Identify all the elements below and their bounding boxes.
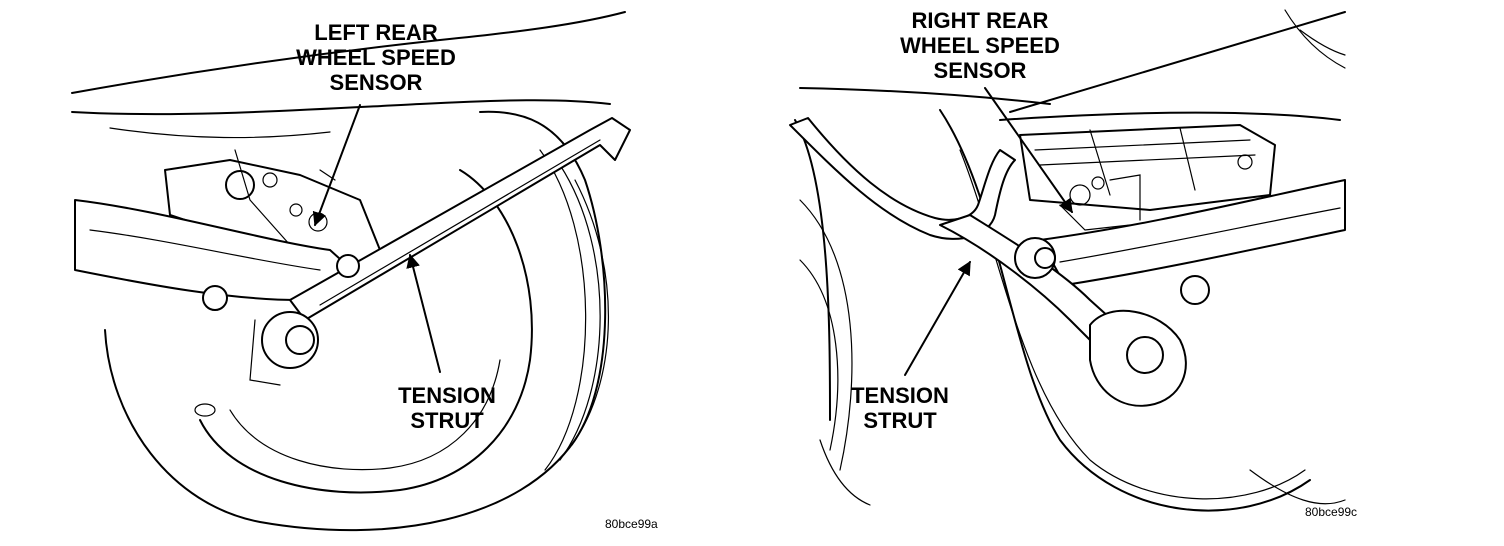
right-strut-label-line-1: TENSION [851,383,949,408]
right-rear-suspension-illustration [789,9,1346,512]
left-figure-id: 80bce99a [605,517,658,531]
right-sensor-label-line-1: RIGHT REAR [911,8,1049,33]
left-strut-label-line-1: TENSION [398,383,496,408]
left-strut-label-line-2: STRUT [410,408,484,433]
right-strut-callout: TENSION STRUT [835,383,965,433]
right-figure-id: 80bce99c [1305,505,1358,519]
left-rear-suspension-illustration [71,11,631,532]
left-sensor-callout: LEFT REAR WHEEL SPEED SENSOR [286,20,466,95]
left-sensor-label-line-3: SENSOR [329,70,423,95]
left-sensor-label-line-2: WHEEL SPEED [296,45,456,70]
right-sensor-label-line-2: WHEEL SPEED [900,33,1060,58]
right-strut-label-line-2: STRUT [863,408,937,433]
left-strut-callout: TENSION STRUT [382,383,512,433]
right-sensor-callout: RIGHT REAR WHEEL SPEED SENSOR [885,8,1075,83]
right-sensor-label-line-3: SENSOR [933,58,1027,83]
left-sensor-label-line-1: LEFT REAR [314,20,438,45]
